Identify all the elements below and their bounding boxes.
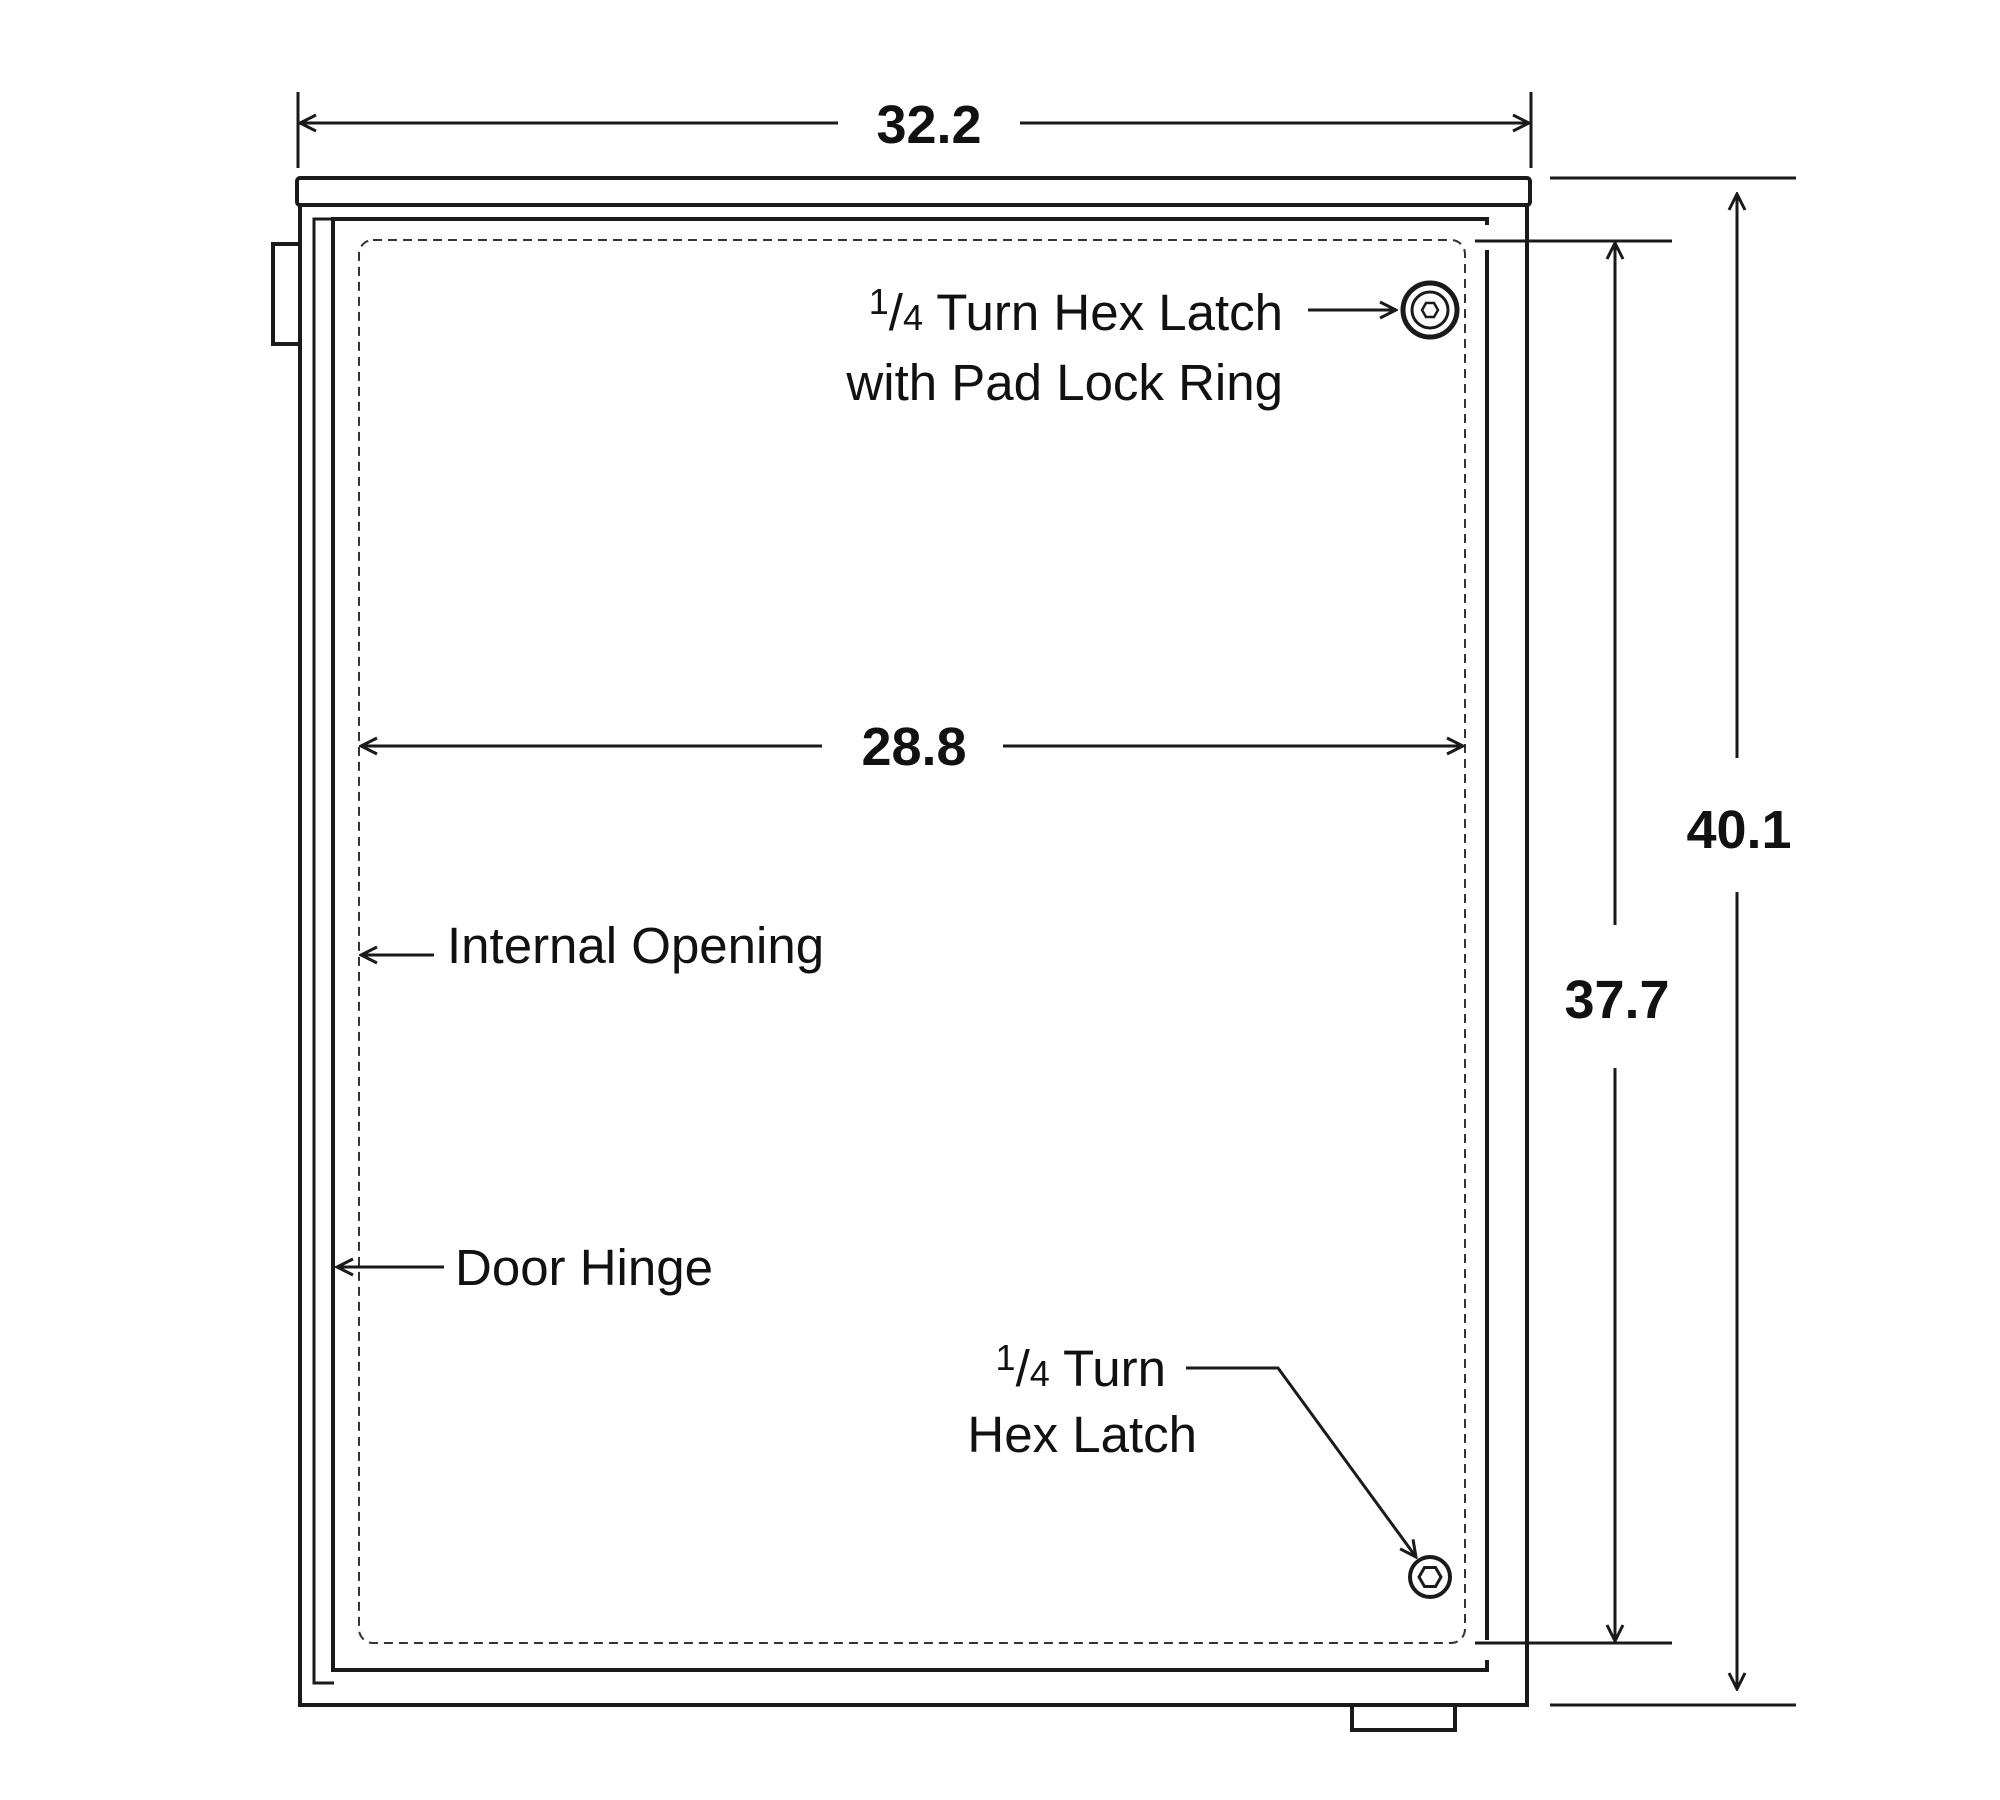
door-hinge-callout: Door Hinge — [337, 1239, 713, 1296]
pad-lock-ring-icon — [1400, 280, 1460, 340]
dimension-overall-height: 40.1 — [1550, 176, 1796, 1707]
internal-opening-label: Internal Opening — [447, 917, 824, 974]
hinge-tab-left — [271, 242, 300, 346]
hex-latch-icon — [1417, 1566, 1443, 1588]
bottom-latch-label-line1: 1/4 Turn — [996, 1337, 1166, 1397]
top-latch-label-line2: with Pad Lock Ring — [845, 354, 1283, 411]
door-panel — [331, 217, 1489, 1672]
hex-latch-icon — [1420, 301, 1440, 319]
enclosure-body — [271, 176, 1532, 1732]
dimension-inner-width: 28.8 — [361, 717, 1463, 777]
dimension-overall-width: 32.2 — [296, 92, 1533, 168]
top-latch-callout: 1/4 Turn Hex Latch with Pad Lock Ring — [845, 280, 1460, 411]
bottom-foot — [1350, 1705, 1457, 1732]
inner-width-label: 28.8 — [861, 717, 966, 777]
dimension-inner-height: 37.7 — [1475, 239, 1672, 1645]
overall-width-label: 32.2 — [876, 95, 981, 155]
bottom-latch-callout: 1/4 Turn Hex Latch — [967, 1337, 1452, 1599]
door-hinge-label: Door Hinge — [455, 1239, 713, 1296]
bottom-latch-icon — [1408, 1555, 1452, 1599]
overall-height-label: 40.1 — [1686, 800, 1791, 860]
enclosure-top-lip — [295, 176, 1532, 207]
internal-opening-callout: Internal Opening — [361, 917, 824, 974]
top-latch-label-line1: 1/4 Turn Hex Latch — [869, 281, 1283, 341]
internal-opening-outline — [358, 239, 1466, 1644]
bottom-latch-label-line2: Hex Latch — [967, 1406, 1197, 1463]
inner-height-label: 37.7 — [1564, 970, 1669, 1030]
